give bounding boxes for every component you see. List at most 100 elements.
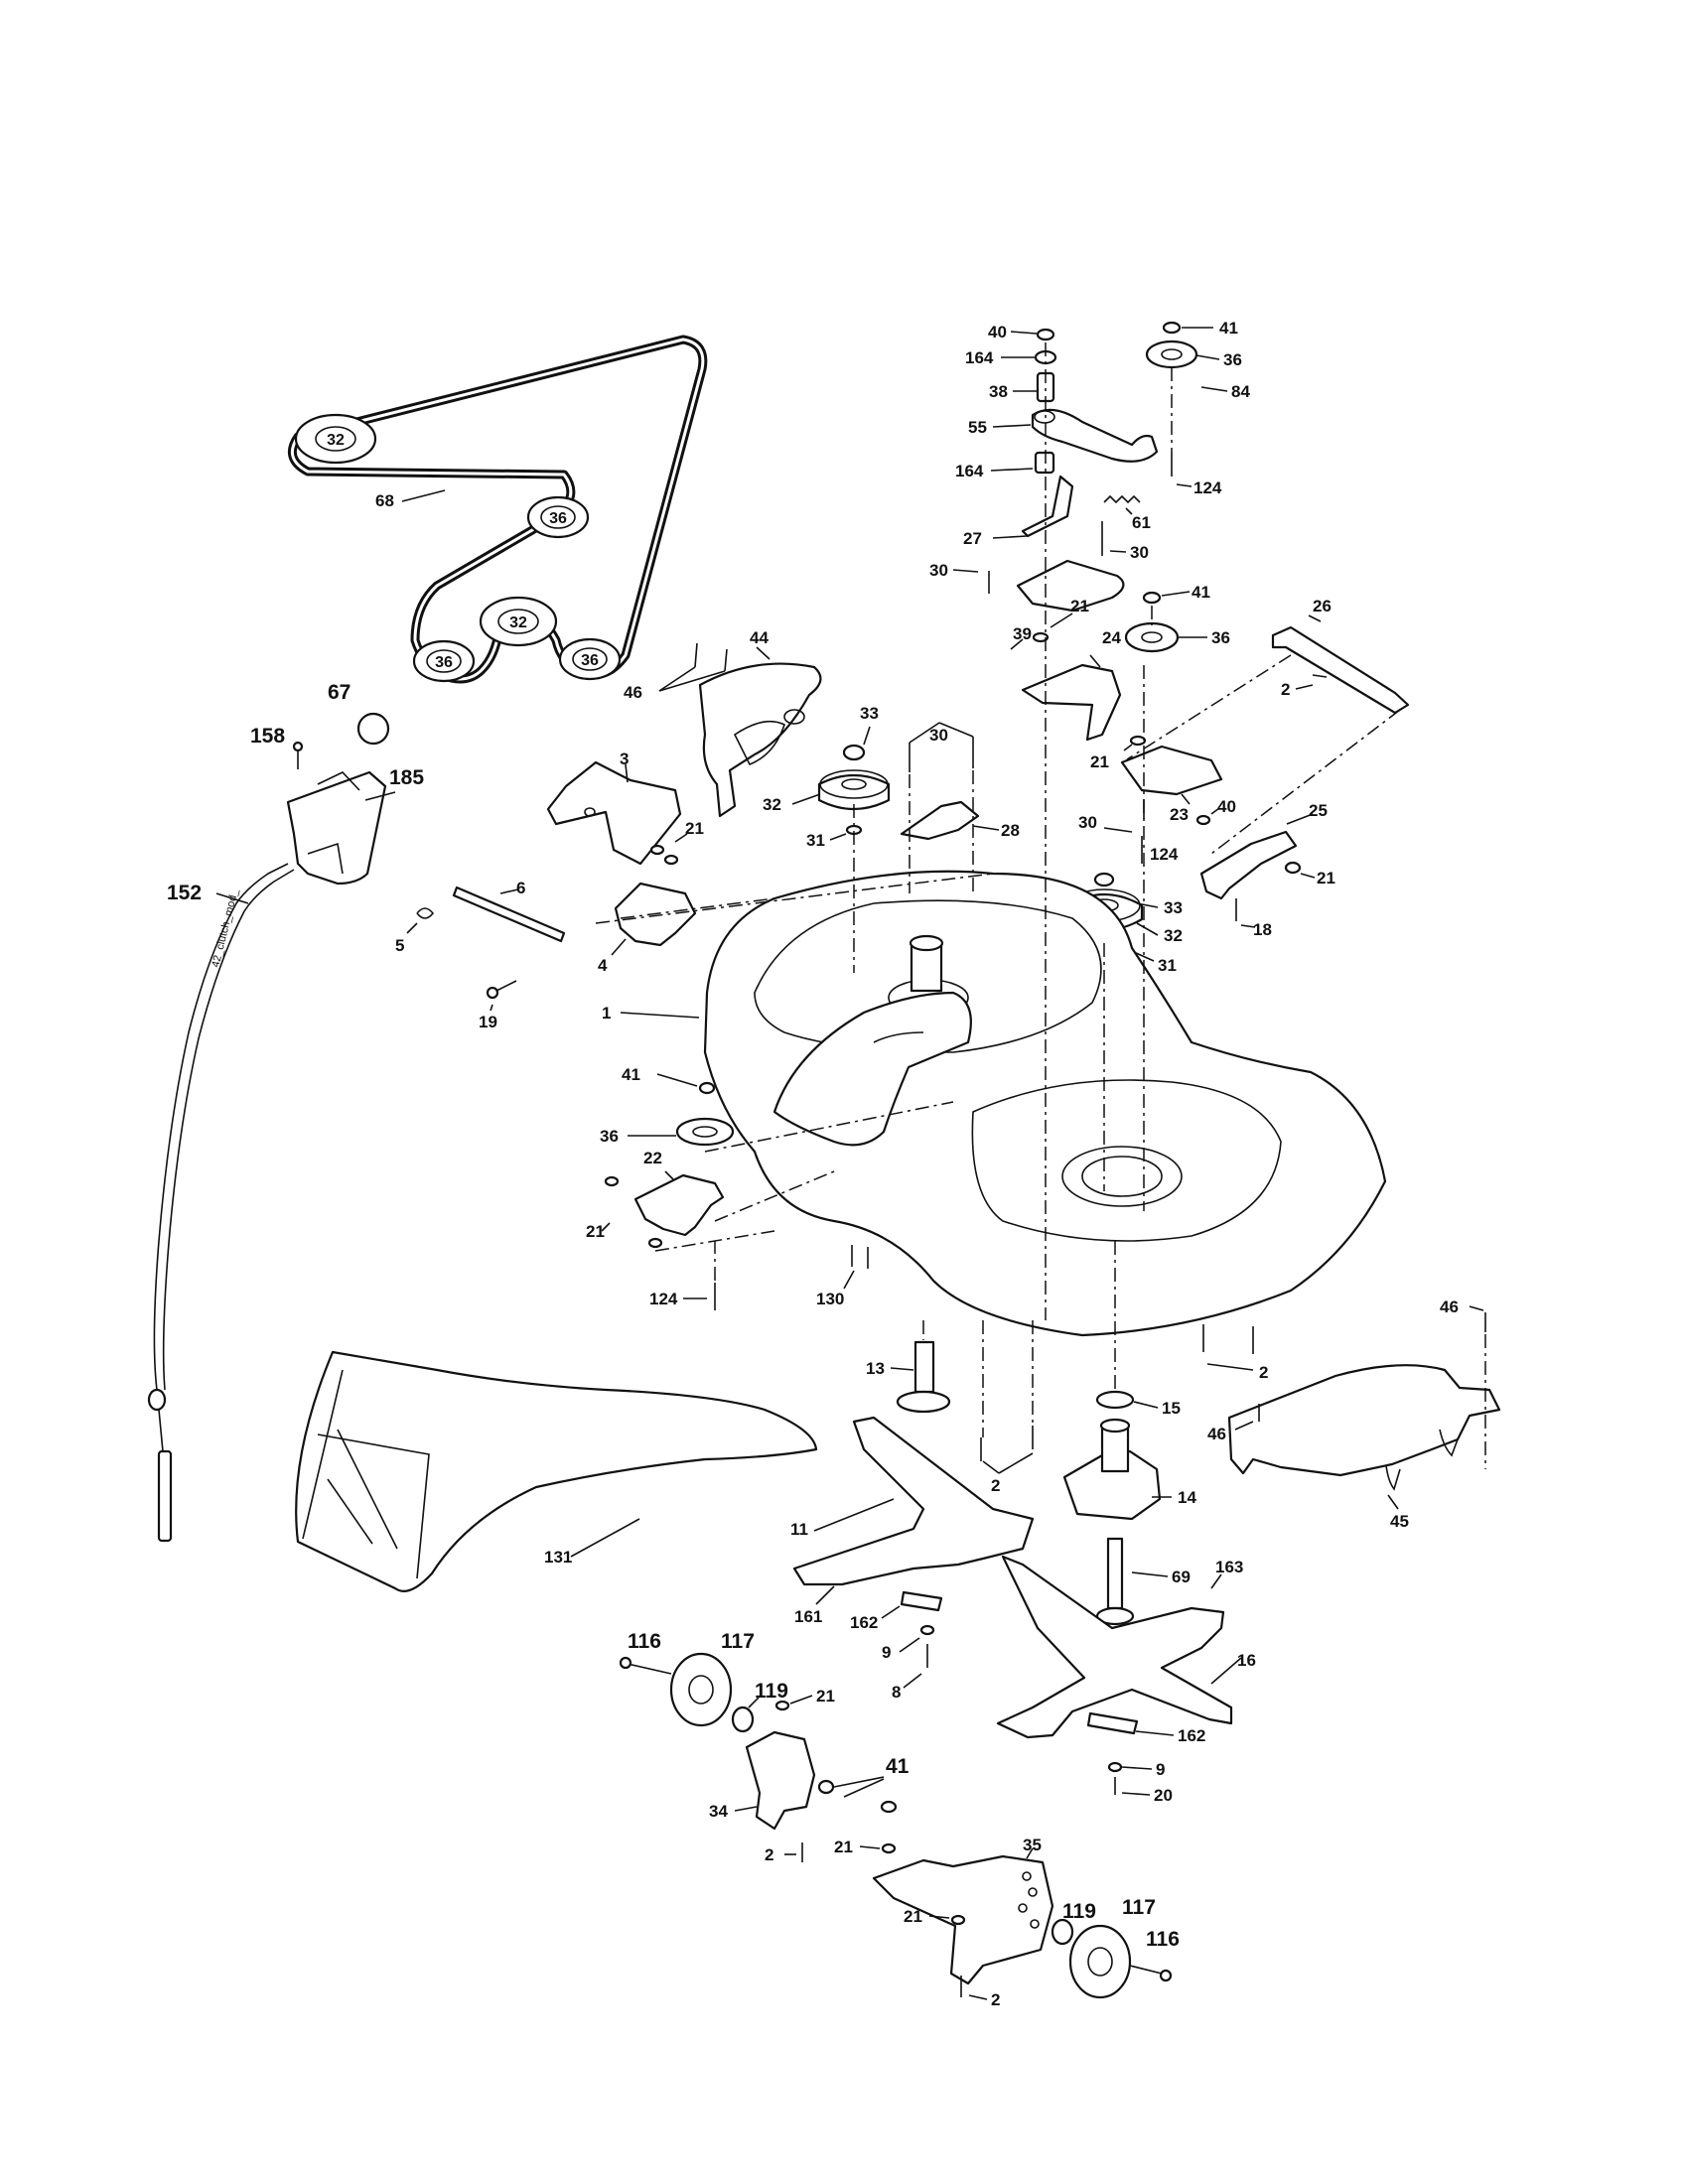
label-124b: 124 xyxy=(1150,845,1179,864)
idler-assembly: 40 164 38 55 164 41 36 84 124 xyxy=(929,319,1410,975)
label-20: 20 xyxy=(1154,1786,1173,1805)
label-55: 55 xyxy=(968,418,987,437)
blade-shield: 45 46 46 xyxy=(1207,1297,1501,1531)
label-164b: 164 xyxy=(955,462,984,480)
label-31a: 31 xyxy=(1158,956,1177,975)
label-164a: 164 xyxy=(965,348,994,367)
label-35: 35 xyxy=(1023,1836,1042,1854)
label-116a: 116 xyxy=(628,1630,661,1653)
lift-linkage: 3 21 6 5 4 19 xyxy=(395,750,704,1031)
spindle-left: 13 xyxy=(866,1340,951,1414)
label-32b: 32 xyxy=(509,614,527,631)
label-4: 4 xyxy=(598,956,608,975)
label-36a: 36 xyxy=(549,510,567,527)
label-32d: 32 xyxy=(763,795,781,814)
label-41b: 41 xyxy=(1192,583,1210,602)
label-8: 8 xyxy=(892,1683,901,1702)
label-34: 34 xyxy=(709,1802,728,1821)
pulley-36-right: 36 xyxy=(558,637,622,681)
label-21b: 21 xyxy=(1090,752,1109,771)
label-21f: 21 xyxy=(816,1687,835,1706)
label-41a: 41 xyxy=(1219,319,1238,338)
pulley-32-center: 32 xyxy=(479,596,558,647)
label-40b: 40 xyxy=(1217,797,1236,816)
label-2e: 2 xyxy=(991,1990,1000,2009)
label-40a: 40 xyxy=(988,323,1007,341)
label-119b: 119 xyxy=(1062,1900,1096,1923)
label-24: 24 xyxy=(1102,628,1121,647)
left-idler-bracket: 41 36 22 21 124 130 xyxy=(586,1065,869,1310)
label-67: 67 xyxy=(328,681,351,704)
label-30c: 30 xyxy=(1078,813,1097,832)
label-124c: 124 xyxy=(649,1290,678,1308)
label-21a: 21 xyxy=(1070,597,1089,615)
label-36e: 36 xyxy=(1211,628,1230,647)
label-21g: 21 xyxy=(834,1838,853,1856)
label-46b: 46 xyxy=(1440,1297,1459,1316)
spindle-right: 15 14 69 xyxy=(1062,1390,1196,1626)
label-162b: 162 xyxy=(1178,1726,1205,1745)
label-38: 38 xyxy=(989,382,1008,401)
label-44: 44 xyxy=(750,628,769,647)
label-31b: 31 xyxy=(806,831,825,850)
label-2c: 2 xyxy=(991,1476,1000,1495)
label-32c: 32 xyxy=(1164,926,1183,945)
pulley-36-mid: 36 xyxy=(526,495,590,539)
label-19: 19 xyxy=(479,1013,497,1031)
label-161: 161 xyxy=(794,1607,822,1626)
label-131: 131 xyxy=(544,1548,572,1567)
blade-16: 16 163 162 9 20 xyxy=(996,1555,1256,1805)
label-30d: 30 xyxy=(929,726,948,745)
label-119a: 119 xyxy=(755,1680,788,1703)
label-33a: 33 xyxy=(1164,898,1183,917)
label-163: 163 xyxy=(1215,1558,1243,1576)
belt-guard: 44 46 33 32 31 30 28 xyxy=(624,628,1020,850)
label-2d: 2 xyxy=(765,1845,773,1864)
label-124a: 124 xyxy=(1193,478,1222,497)
label-68: 68 xyxy=(375,491,394,510)
discharge-chute: 131 xyxy=(295,1350,818,1592)
pulley-32-top: 32 xyxy=(294,413,377,465)
label-2b: 2 xyxy=(1259,1363,1268,1382)
label-185: 185 xyxy=(389,766,424,789)
label-11: 11 xyxy=(790,1520,808,1539)
label-36f: 36 xyxy=(600,1127,619,1146)
label-117a: 117 xyxy=(721,1630,755,1653)
label-18: 18 xyxy=(1253,920,1272,939)
label-21c: 21 xyxy=(1317,869,1335,887)
label-36d: 36 xyxy=(1223,350,1242,369)
label-14: 14 xyxy=(1178,1488,1196,1507)
label-26: 26 xyxy=(1313,597,1332,615)
label-158: 158 xyxy=(250,725,285,748)
label-27: 27 xyxy=(963,529,982,548)
label-162a: 162 xyxy=(850,1613,878,1632)
label-3: 3 xyxy=(620,750,629,768)
pulley-36-left: 36 xyxy=(412,639,476,683)
label-25: 25 xyxy=(1309,801,1328,820)
label-130: 130 xyxy=(816,1290,844,1308)
label-45: 45 xyxy=(1390,1512,1409,1531)
label-13: 13 xyxy=(866,1359,885,1378)
label-9a: 9 xyxy=(882,1643,891,1662)
label-1: 1 xyxy=(602,1004,611,1023)
label-9b: 9 xyxy=(1156,1760,1165,1779)
label-2a: 2 xyxy=(1281,680,1290,699)
label-116b: 116 xyxy=(1146,1928,1180,1951)
label-22: 22 xyxy=(643,1149,662,1167)
label-61: 61 xyxy=(1132,513,1151,532)
label-6: 6 xyxy=(516,879,525,897)
label-84: 84 xyxy=(1231,382,1250,401)
label-36c: 36 xyxy=(581,652,599,669)
label-152: 152 xyxy=(167,882,202,904)
label-69: 69 xyxy=(1172,1568,1191,1586)
label-28: 28 xyxy=(1001,821,1020,840)
label-36b: 36 xyxy=(435,654,453,671)
label-117b: 117 xyxy=(1122,1896,1156,1919)
blade-11: 11 161 162 9 8 xyxy=(790,1416,1035,1702)
alignment-lines xyxy=(595,342,1486,1469)
label-21d: 21 xyxy=(685,819,704,838)
label-21e: 21 xyxy=(586,1222,605,1241)
label-30a: 30 xyxy=(1130,543,1149,562)
label-30b: 30 xyxy=(929,561,948,580)
